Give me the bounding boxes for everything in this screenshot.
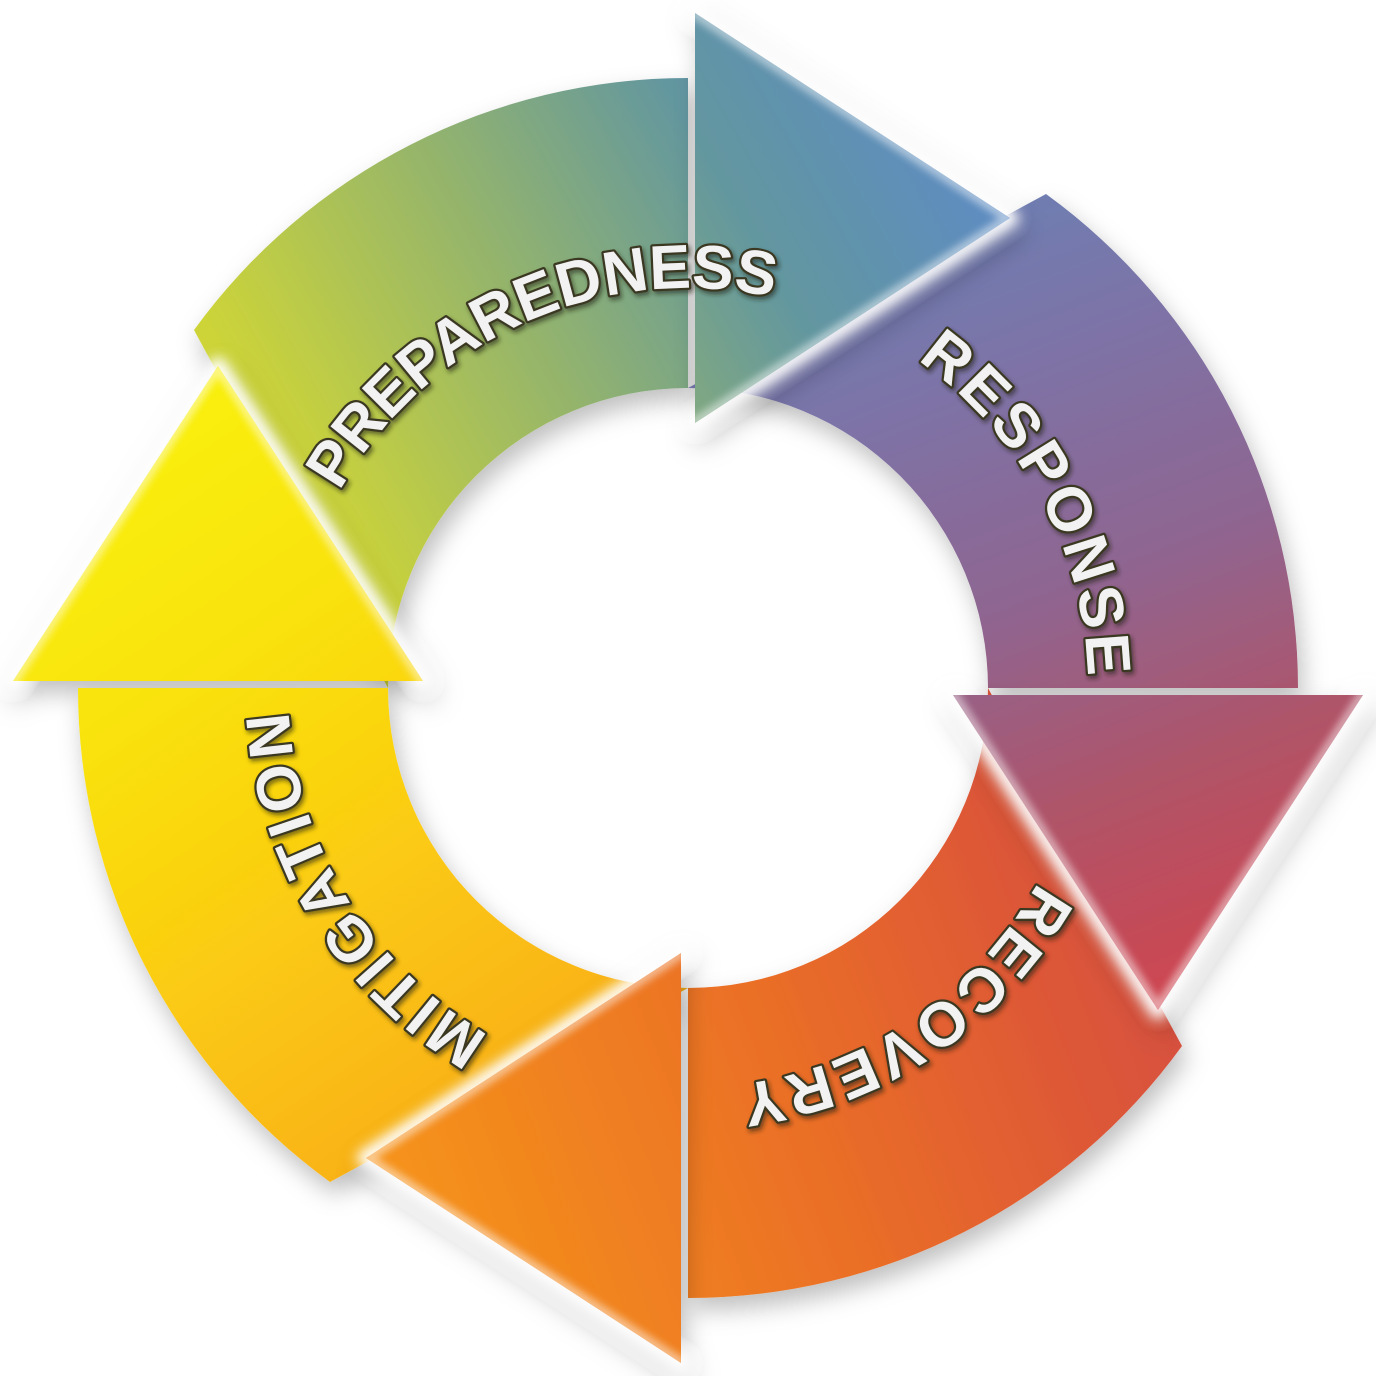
arrowhead-right-icon <box>695 13 1010 423</box>
mitigation-arrow-bevel <box>13 366 423 681</box>
arrowhead-left-icon <box>366 953 681 1363</box>
arrowhead-up-icon <box>13 366 423 681</box>
preparedness-arrow-bevel <box>695 13 1010 423</box>
response-arrow-group <box>944 686 1372 1019</box>
arrowhead-down-icon <box>953 695 1363 1010</box>
preparedness-arrow-group <box>686 4 1019 432</box>
recovery-arrow-group <box>357 944 690 1372</box>
